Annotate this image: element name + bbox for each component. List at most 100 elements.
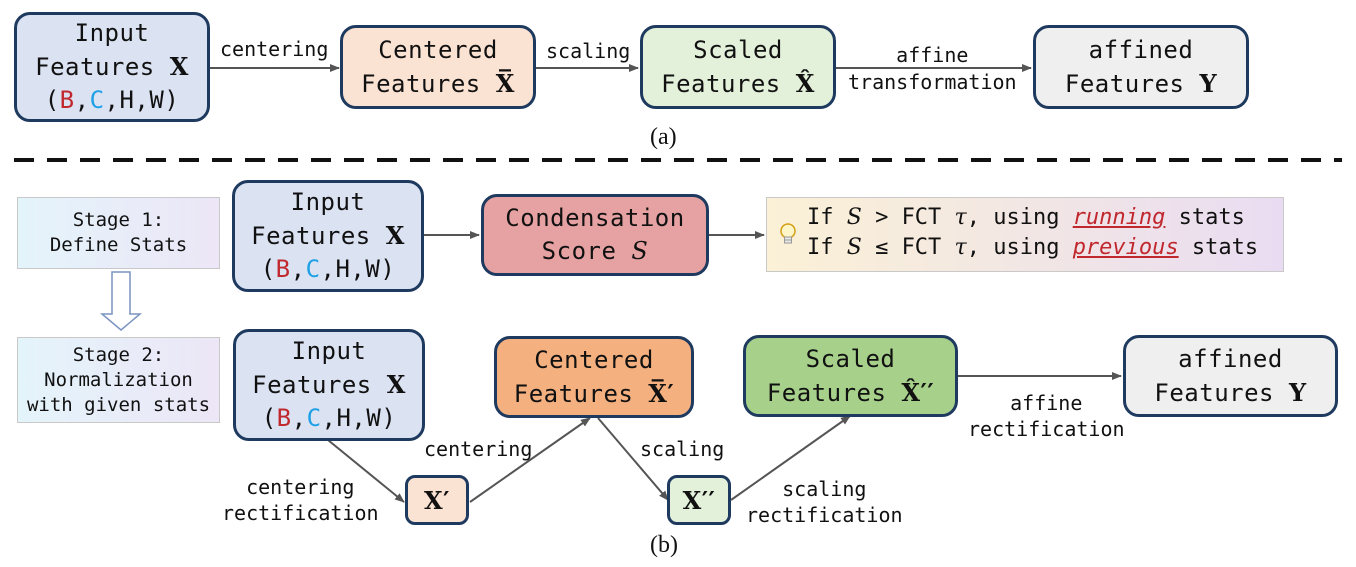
b-centered-symbol: X̅′: [648, 378, 675, 408]
a-shape-B: B: [59, 86, 75, 114]
stage2-line2: Normalization: [44, 368, 193, 391]
b-input2-line1: Input: [291, 337, 367, 365]
a-centering-label: centering: [220, 37, 329, 61]
x-prime-symbol: X′: [424, 485, 450, 515]
b-input2-C: C: [306, 404, 322, 432]
note2-S: S: [846, 235, 862, 260]
stats-selection-note: If S > FCT τ, using running stats If S ≤…: [766, 197, 1284, 272]
stage2-line3: with given stats: [26, 393, 211, 416]
stage1-line2: Define Stats: [49, 234, 188, 256]
a-centered-line2: Features: [361, 69, 481, 98]
a-input-symbol: X: [169, 52, 189, 81]
note2-d: stats: [1178, 235, 1259, 260]
caption-b: (b): [650, 532, 678, 558]
x-double-prime-symbol: X′′: [682, 485, 716, 515]
b-input2-symbol: X: [386, 370, 406, 399]
a-affined-line1: affined: [1088, 35, 1194, 64]
centering-rect-line1: centering: [246, 475, 355, 499]
note1-tau: τ: [954, 205, 967, 230]
a-affined-line2: Features: [1064, 69, 1185, 98]
note2-b: ≤ FCT: [861, 235, 955, 260]
arrow-b-xdprime-scaled: [730, 415, 851, 501]
b-scaled-line2: Features: [766, 378, 887, 407]
b-input2-B: B: [276, 404, 292, 432]
a-scaled-symbol: X̂: [795, 68, 815, 98]
stage2-line1: Stage 2:: [72, 343, 165, 366]
affine-rect-line1: affine: [1010, 391, 1083, 415]
a-input-features-box: Input Features X (B,C,H,W): [14, 12, 210, 122]
a-centered-line1: Centered: [378, 35, 498, 64]
note1-d: stats: [1165, 205, 1245, 230]
b-input2-line2: Features: [252, 371, 372, 399]
scaling-rectification-label: scaling rectification: [746, 476, 903, 528]
a-centered-symbol: X̅: [495, 68, 515, 98]
b-input1-line2-wrap: Features X: [251, 219, 405, 253]
b-centered-features-box: Centered Features X̅′: [494, 336, 694, 418]
b-input1-shape-open: (: [260, 255, 276, 283]
b-input-features-box-2: Input Features X (B,C,H,W): [233, 329, 425, 441]
b-input2-line2-wrap: Features X: [252, 368, 406, 402]
b-centered-line2: Features: [513, 379, 634, 408]
a-shape-C: C: [89, 86, 105, 114]
score-symbol: S: [631, 237, 649, 265]
b-scaled-line1: Scaled: [805, 344, 896, 373]
note2-tau: τ: [954, 235, 967, 260]
arrow-b-input-xprime: [327, 439, 405, 503]
a-scaled-line2-wrap: Features X̂: [661, 67, 815, 101]
note1-c: , using: [966, 205, 1073, 230]
b-input2-shape-open: (: [261, 404, 277, 432]
b-affined-symbol: Y: [1288, 377, 1307, 407]
down-arrow-icon: [99, 271, 143, 331]
note1-a: If: [807, 205, 847, 230]
b-input1-shape: (B,C,H,W): [260, 255, 396, 283]
b-affined-line2-wrap: Features Y: [1154, 376, 1306, 410]
b-input1-line1: Input: [290, 188, 366, 216]
lightbulb-icon: [779, 222, 797, 257]
a-scaled-features-box: Scaled Features X̂: [640, 25, 836, 109]
arrow-b-xprime-centered: [469, 417, 591, 503]
a-input-shape: (B,C,H,W): [44, 86, 180, 114]
a-centered-line2-wrap: Features X̅: [361, 67, 515, 101]
b-input1-rest: ,H,W): [320, 255, 396, 283]
b-input1-C: C: [305, 255, 321, 283]
a-centered-features-box: Centered Features X̅: [340, 25, 536, 109]
x-double-prime-box: X′′: [667, 475, 731, 525]
score-line1: Condensation: [505, 204, 685, 232]
note1-S: S: [846, 205, 862, 230]
centering-rectification-label: centering rectification: [222, 474, 379, 526]
a-affined-features-box: affined Features Y: [1033, 25, 1249, 109]
b-input-features-box-1: Input Features X (B,C,H,W): [232, 180, 424, 292]
b-input1-line2: Features: [251, 222, 371, 250]
centering-rect-line2: rectification: [222, 501, 379, 525]
a-affined-symbol: Y: [1199, 68, 1218, 98]
scaling-rect-line1: scaling: [782, 477, 867, 501]
note-line2: If S ≤ FCT τ, using previous stats: [807, 233, 1283, 263]
b-scaled-line2-wrap: Features X̂′′: [767, 376, 934, 410]
stage2-label: Stage 2: Normalization with given stats: [17, 337, 220, 423]
arrow-b-centered-xdprime: [597, 417, 669, 501]
b-scaled-features-box: Scaled Features X̂′′: [743, 335, 958, 417]
a-input-line1: Input: [74, 19, 150, 47]
note1-running: running: [1072, 205, 1166, 230]
note2-c: , using: [966, 235, 1073, 260]
affine-rectification-label: affine rectification: [968, 390, 1125, 442]
a-affined-line2-wrap: Features Y: [1065, 67, 1217, 101]
b-centered-line2-wrap: Features X̅′: [514, 377, 675, 411]
b-affined-line1: affined: [1178, 344, 1283, 373]
b-scaling-label: scaling: [640, 437, 725, 461]
b-affined-features-box: affined Features Y: [1123, 335, 1338, 417]
b-affined-line2: Features: [1154, 378, 1274, 407]
b-input1-symbol: X: [385, 221, 405, 250]
affine-rect-line2: rectification: [968, 417, 1125, 441]
x-prime-box: X′: [405, 475, 469, 525]
condensation-score-box: Condensation Score S: [481, 194, 709, 276]
caption-a: (a): [650, 124, 677, 150]
a-input-line2-wrap: Features X: [35, 50, 189, 84]
a-affine-line2: transformation: [848, 70, 1017, 94]
score-line2: Score: [541, 237, 617, 265]
a-scaled-line1: Scaled: [693, 35, 783, 64]
a-scaling-label: scaling: [546, 39, 631, 63]
note2-previous: previous: [1072, 235, 1179, 260]
a-shape-rest: ,H,W): [104, 86, 180, 114]
